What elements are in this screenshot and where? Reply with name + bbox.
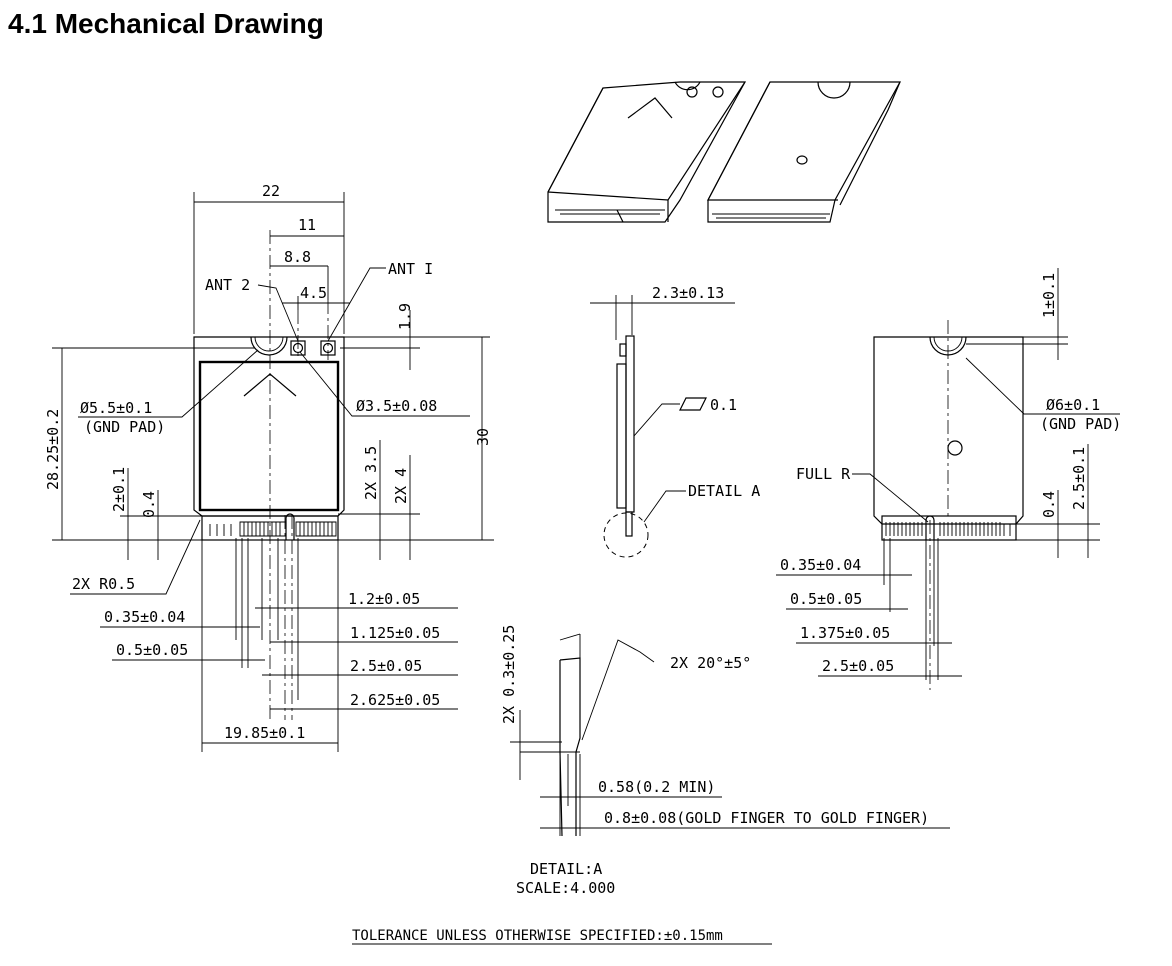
isometric-front-view [547,81,747,223]
page-title: 4.1 Mechanical Drawing [8,8,324,39]
dim-2-5-back: 2.5±0.1 [1070,447,1088,510]
front-view: 22 11 8.8 4.5 ANT 2 ANT I 1.9 Ø5.5±0.1 (… [44,182,494,752]
dim-bevel-height: 2X 0.3±0.25 [500,625,518,724]
dim-width-22: 22 [262,182,280,200]
back-view: 1±0.1 Ø6±0.1 (GND PAD) FULL R 0.4 2.5±0.… [776,268,1121,690]
front-ant-hole-dim: Ø3.5±0.08 [356,397,437,415]
dim-bevel-angle: 2X 20°±5° [670,654,751,672]
dim-0-4-front: 0.4 [140,491,158,518]
dim-bottom-width: 19.85±0.1 [224,724,305,742]
front-gnd-pad-note: (GND PAD) [84,418,165,436]
detail-caption-title: DETAIL:A [530,860,602,878]
dim-ant-spacing-1: 8.8 [284,248,311,266]
detail-callout: DETAIL A [688,482,760,500]
detail-a-view: 2X 0.3±0.25 2X 20°±5° 0.58(0.2 MIN) 0.8±… [500,625,950,897]
front-dim-left-1: 0.5±0.05 [116,641,188,659]
dim-2x-3-5: 2X 3.5 [362,446,380,500]
back-gnd-pad-dim: Ø6±0.1 [1046,396,1100,414]
front-gnd-pad-dim: Ø5.5±0.1 [80,399,152,417]
flatness-value: 0.1 [710,396,737,414]
back-dim-3: 2.5±0.05 [822,657,894,675]
dim-2: 2±0.1 [110,467,128,512]
back-dim-0: 0.35±0.04 [780,556,861,574]
front-dim-right-3: 2.625±0.05 [350,691,440,709]
dim-0-4-back: 0.4 [1040,491,1058,518]
dim-corner-radius: 2X R0.5 [72,575,135,593]
front-dim-right-1: 1.125±0.05 [350,624,440,642]
isometric-back-view [707,81,902,223]
front-dim-left-0: 0.35±0.04 [104,608,185,626]
back-gnd-pad-note: (GND PAD) [1040,415,1121,433]
tolerance-note-group: TOLERANCE UNLESS OTHERWISE SPECIFIED:±0.… [352,928,772,945]
front-dim-right-0: 1.2±0.05 [348,590,420,608]
front-dim-right-2: 2.5±0.05 [350,657,422,675]
tolerance-note: TOLERANCE UNLESS OTHERWISE SPECIFIED:±0.… [352,928,723,944]
side-view: 2.3±0.13 0.1 DETAIL A [590,284,760,558]
dim-2x-4: 2X 4 [392,468,410,504]
dim-height-total: 28.25±0.2 [44,409,62,490]
dim-ant-offset: 11 [298,216,316,234]
dim-hole-offset: 1±0.1 [1040,273,1058,318]
detail-caption-scale: SCALE:4.000 [516,879,615,897]
dim-finger-thickness: 0.8±0.08(GOLD FINGER TO GOLD FINGER) [604,809,929,827]
ant1-label: ANT I [388,260,433,278]
ant2-label: ANT 2 [205,276,250,294]
dim-thickness: 2.3±0.13 [652,284,724,302]
back-dim-2: 1.375±0.05 [800,624,890,642]
dim-height-30: 30 [474,428,492,446]
back-full-r: FULL R [796,465,851,483]
dim-ant-height: 1.9 [396,303,414,330]
back-dim-1: 0.5±0.05 [790,590,862,608]
dim-ant-spacing-2: 4.5 [300,284,327,302]
dim-min-thickness: 0.58(0.2 MIN) [598,778,715,796]
